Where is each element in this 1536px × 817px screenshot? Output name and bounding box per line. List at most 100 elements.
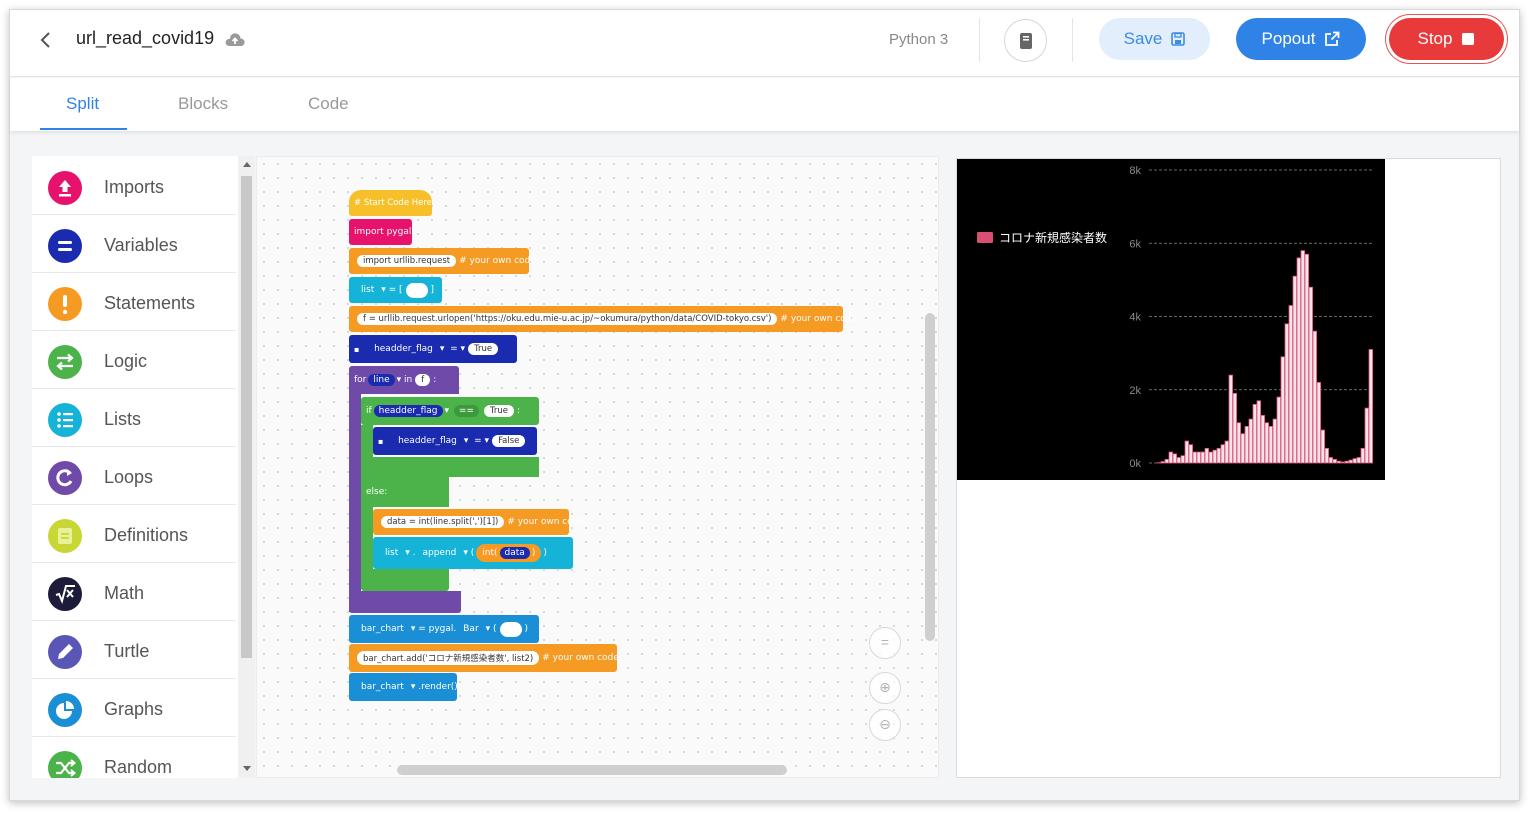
chart-bar[interactable] xyxy=(1168,451,1173,464)
method-dropdown[interactable]: append xyxy=(422,548,457,558)
scroll-up-icon[interactable] xyxy=(243,162,251,167)
chart-bar[interactable] xyxy=(1256,400,1261,464)
value-text[interactable]: f xyxy=(415,374,431,386)
popout-button[interactable]: Popout xyxy=(1236,18,1366,60)
chart-bar[interactable] xyxy=(1176,457,1181,464)
data-assign-block[interactable]: data = int(line.split(',')[1])# your own… xyxy=(373,509,584,535)
workspace-vertical-scrollbar[interactable] xyxy=(925,313,935,641)
chart-bar[interactable] xyxy=(1368,349,1373,464)
category-random[interactable]: Random xyxy=(32,738,236,778)
chart-bar[interactable] xyxy=(1324,447,1329,464)
variable-dropdown[interactable]: data xyxy=(499,547,530,559)
category-scrollbar[interactable] xyxy=(238,156,255,778)
chart-bar[interactable] xyxy=(1196,451,1201,464)
docs-button[interactable] xyxy=(1004,19,1047,62)
chart-bar[interactable] xyxy=(1308,286,1313,464)
chart-bar[interactable] xyxy=(1320,429,1325,464)
category-graphs[interactable]: Graphs xyxy=(32,680,236,737)
chart-bar[interactable] xyxy=(1232,393,1237,464)
chart-bar[interactable] xyxy=(1336,460,1341,464)
chart-bar[interactable] xyxy=(1248,418,1253,464)
operator-dropdown[interactable]: == xyxy=(453,405,479,417)
workspace-horizontal-scrollbar[interactable] xyxy=(397,765,787,775)
chart-bar[interactable] xyxy=(1244,425,1249,464)
scroll-down-icon[interactable] xyxy=(243,766,251,771)
cloud-upload-icon[interactable] xyxy=(224,30,246,48)
class-dropdown[interactable]: Bar xyxy=(463,624,479,634)
category-logic[interactable]: Logic xyxy=(32,332,236,389)
chart-bar[interactable] xyxy=(1276,396,1281,464)
chart-bar[interactable] xyxy=(1220,444,1225,464)
code-text[interactable]: data = int(line.split(',')[1]) xyxy=(381,516,505,528)
value-text[interactable]: True xyxy=(468,343,499,355)
chart-bar[interactable] xyxy=(1352,458,1357,464)
category-imports[interactable]: Imports xyxy=(32,158,236,215)
tab-blocks[interactable]: Blocks xyxy=(178,94,229,113)
category-statements[interactable]: Statements xyxy=(32,274,236,331)
chart-bar[interactable] xyxy=(1212,449,1217,464)
category-turtle[interactable]: Turtle xyxy=(32,622,236,679)
zoom-in-button[interactable]: ⊕ xyxy=(869,672,901,704)
empty-slot[interactable] xyxy=(499,621,522,637)
chart-bar[interactable] xyxy=(1312,330,1317,464)
chart-bar[interactable] xyxy=(1216,447,1221,464)
bar-chart-assign-block[interactable]: bar_chart▾ = pygal.Bar▾ () xyxy=(349,615,539,643)
stop-button[interactable]: Stop xyxy=(1389,18,1504,60)
chart-bar[interactable] xyxy=(1228,374,1233,464)
chart-bar[interactable] xyxy=(1236,422,1241,464)
chart-bar[interactable] xyxy=(1272,418,1277,464)
chart-bar[interactable] xyxy=(1252,403,1257,464)
chart-bar[interactable] xyxy=(1296,257,1301,464)
chart-bar[interactable] xyxy=(1364,407,1369,464)
save-button[interactable]: Save xyxy=(1099,18,1210,60)
code-text[interactable]: bar_chart.add('コロナ新規感染者数', list2) xyxy=(357,651,540,665)
category-variables[interactable]: Variables xyxy=(32,216,236,273)
chart-bar[interactable] xyxy=(1332,458,1337,464)
import-urllib-block[interactable]: import urllib.request# your own code xyxy=(349,248,536,274)
chart-bar[interactable] xyxy=(1240,433,1245,464)
urlopen-block[interactable]: f = urllib.request.urlopen('https://oku.… xyxy=(349,306,857,332)
bar-chart-add-block[interactable]: bar_chart.add('コロナ新規感染者数', list2)# your … xyxy=(349,644,619,672)
project-title[interactable]: url_read_covid19 xyxy=(76,28,215,48)
chart-bar[interactable] xyxy=(1160,461,1165,464)
variable-dropdown[interactable]: list xyxy=(385,548,399,558)
legend-swatch[interactable] xyxy=(977,232,993,243)
chart-bar[interactable] xyxy=(1192,451,1197,464)
variable-dropdown[interactable]: headder_flag xyxy=(373,405,443,417)
blocks-workspace[interactable]: # Start Code Here import pygal import ur… xyxy=(256,156,939,778)
chevron-left-icon[interactable] xyxy=(36,28,56,52)
list-append-block[interactable]: list▾ .append▾ (int(data)) xyxy=(373,537,573,569)
chart-bar[interactable] xyxy=(1344,460,1349,464)
chart-bar[interactable] xyxy=(1360,447,1365,464)
else-block[interactable]: else: xyxy=(361,477,449,507)
int-call-block[interactable]: int(data) xyxy=(476,544,542,562)
chart-bar[interactable] xyxy=(1224,440,1229,464)
variable-dropdown[interactable]: bar_chart xyxy=(361,624,404,634)
chart-bar[interactable] xyxy=(1300,250,1305,464)
chart-bar[interactable] xyxy=(1260,414,1265,464)
chart-bar[interactable] xyxy=(1184,440,1189,464)
chart-bar[interactable] xyxy=(1356,457,1361,464)
variable-dropdown[interactable]: bar_chart xyxy=(361,682,404,692)
variable-dropdown[interactable]: list xyxy=(361,285,375,295)
import-pygal-block[interactable]: import pygal xyxy=(349,219,412,245)
chart-bar[interactable] xyxy=(1204,447,1209,464)
value-text[interactable]: True xyxy=(483,405,515,417)
code-text[interactable]: f = urllib.request.urlopen('https://oku.… xyxy=(357,313,778,325)
chart-bar[interactable] xyxy=(1164,458,1169,464)
chart-bar[interactable] xyxy=(1340,461,1345,464)
zoom-reset-button[interactable]: = xyxy=(869,627,901,659)
chart-bar[interactable] xyxy=(1316,382,1321,464)
code-text[interactable]: import urllib.request xyxy=(357,255,457,267)
list-assign-block[interactable]: list▾ = [] xyxy=(349,277,442,303)
chart-bar[interactable] xyxy=(1264,422,1269,464)
category-lists[interactable]: Lists xyxy=(32,390,236,447)
tab-code[interactable]: Code xyxy=(308,94,349,113)
chart-bar[interactable] xyxy=(1172,453,1177,464)
headder-flag-false-block[interactable]: ▪ headder_flag▾ = ▾False xyxy=(373,427,537,455)
chart-bar[interactable] xyxy=(1292,275,1297,464)
chart-bar[interactable] xyxy=(1280,356,1285,464)
scrollbar-thumb[interactable] xyxy=(241,176,252,658)
